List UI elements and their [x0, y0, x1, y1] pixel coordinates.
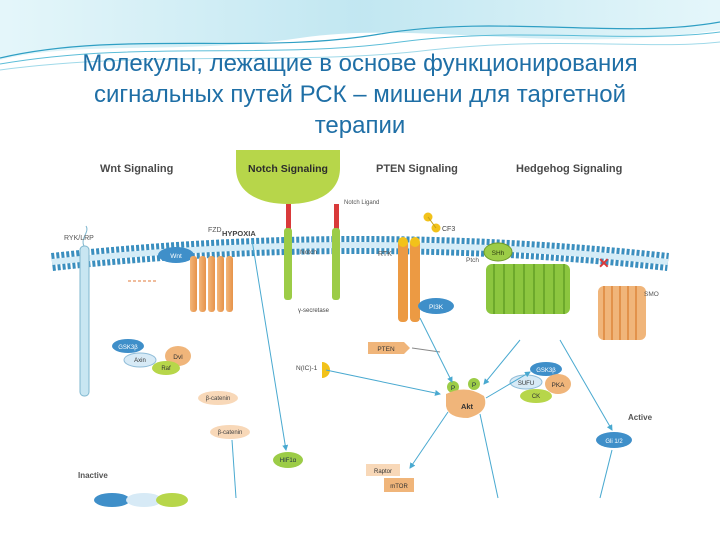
pi3k-node	[418, 298, 454, 314]
beta-catenin-label-2: β-catenin	[218, 430, 243, 436]
ptch-receptor	[486, 264, 570, 314]
gsk3b-right-node	[530, 362, 562, 376]
pathway-arrows	[231, 317, 613, 499]
akt-node	[446, 389, 486, 418]
inhibition-x-mark: ✕	[598, 255, 610, 271]
ryk-lrp-label: RYK/LRP	[64, 235, 94, 242]
rtk-label: RTK	[378, 251, 392, 258]
pten-inhibition-line	[411, 347, 441, 353]
axin-label: Axin	[134, 358, 146, 364]
pten-signaling-header: PTEN Signaling	[376, 163, 458, 175]
axin-node	[123, 352, 157, 368]
ptch-label: Ptch	[466, 257, 479, 264]
wnt-ligand	[158, 247, 194, 263]
ryk-lrp-receptor	[79, 225, 90, 397]
raptor-label: Raptor	[374, 469, 392, 475]
hypoxia-label: HYPOXIA	[222, 229, 256, 238]
nicd-label: N(IC)-1	[296, 365, 318, 372]
raptor-node	[366, 464, 400, 476]
inactive-complex-1	[94, 493, 130, 507]
smo-label: SMO	[644, 291, 659, 298]
gsk3b-right-label: GSK3β	[536, 368, 556, 374]
pka-label: PKA	[551, 382, 565, 389]
hypoxia-arrow	[251, 239, 289, 451]
p-node-2	[468, 378, 480, 390]
dvl-label: Dvl	[173, 354, 183, 361]
dvl-node	[165, 346, 191, 366]
notch-signaling-header: Notch Signaling	[248, 163, 328, 175]
notch-label: Notch	[300, 249, 317, 256]
raf-node	[152, 361, 180, 375]
p-label-2: P	[472, 382, 476, 389]
beta-catenin-node-2	[210, 425, 250, 439]
pten-node	[368, 342, 410, 354]
ck-label: CK	[532, 394, 540, 400]
shh-ligand	[483, 242, 513, 262]
rtk-receptor	[398, 237, 420, 322]
gamma-secretase-label: γ-secretase	[298, 308, 330, 314]
ck-node	[520, 389, 552, 403]
gsk3b-left-label: GSK3β	[118, 345, 138, 351]
title-line-2: сигнальных путей РСК – мишени для таргет…	[93, 81, 627, 108]
title-line-3: терапии	[314, 112, 406, 139]
wnt-label: Wnt	[170, 253, 182, 260]
diagram-panel	[52, 148, 668, 500]
gli-label: Gli 1/2	[605, 439, 623, 445]
pi3k-label: PI3K	[429, 304, 444, 311]
raf-label: Raf	[161, 366, 171, 372]
beta-catenin-node-1	[198, 391, 238, 405]
akt-label: Akt	[461, 402, 474, 411]
notch-signaling-dome: Notch Signaling	[236, 150, 340, 204]
notch-ligand-label: Notch Ligand	[344, 200, 379, 206]
mtor-label: mTOR	[390, 484, 408, 490]
mtor-node	[384, 478, 414, 492]
sufu-label: SUFU	[518, 381, 534, 387]
pka-node	[545, 374, 571, 394]
shh-label: SHh	[492, 250, 505, 257]
cf3-molecule	[423, 212, 441, 233]
gli-node	[596, 432, 632, 448]
p-label-1: P	[451, 385, 455, 392]
hif1a-node	[273, 452, 303, 468]
slide-title: Молекулы, лежащие в основе функционирова…	[20, 48, 700, 141]
inactive-complex-3	[156, 493, 188, 507]
cell-membrane	[51, 236, 669, 271]
fzd-label: FZD	[208, 227, 222, 234]
hif1a-label: HIF1α	[280, 458, 297, 464]
p-node-1	[447, 381, 459, 393]
inactive-complex-2	[126, 493, 162, 507]
fzd-receptor	[190, 256, 233, 312]
notch-receptors	[284, 204, 340, 300]
inactive-label: Inactive	[78, 471, 108, 480]
beta-catenin-label-1: β-catenin	[206, 396, 231, 402]
active-label: Active	[628, 413, 653, 422]
wnt-signaling-header: Wnt Signaling	[100, 163, 173, 175]
smo-receptor	[598, 286, 646, 340]
title-line-1: Молекулы, лежащие в основе функционирова…	[82, 50, 638, 77]
hedgehog-signaling-header: Hedgehog Signaling	[516, 163, 622, 175]
pten-label: PTEN	[377, 346, 395, 353]
gsk3b-left-node	[112, 339, 144, 353]
cf3-label: CF3	[442, 226, 455, 233]
header-wave-decoration	[0, 0, 720, 71]
